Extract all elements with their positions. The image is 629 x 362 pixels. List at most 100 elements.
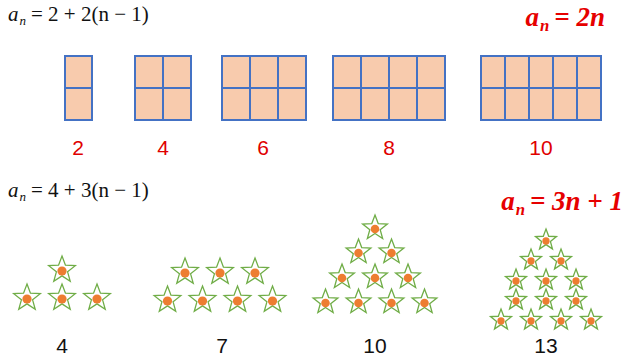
star-dot: [542, 237, 549, 244]
star: [154, 286, 181, 311]
tile: [163, 88, 191, 120]
star: [521, 309, 542, 329]
term-count: 8: [383, 136, 395, 160]
star: [189, 286, 216, 311]
tile: [278, 88, 306, 120]
term-count: 2: [72, 136, 84, 160]
star-dot: [557, 317, 564, 324]
term-count: 7: [216, 334, 228, 358]
star-dot: [572, 297, 579, 304]
formula-part: n: [20, 189, 27, 205]
star-dot: [542, 297, 549, 304]
formula-part: = 3n + 1: [530, 186, 623, 217]
star-dot: [557, 257, 564, 264]
tile: [417, 88, 445, 120]
tile: [481, 56, 505, 88]
formula-part: = 2n: [554, 2, 605, 33]
tile: [389, 56, 417, 88]
star-dot: [387, 249, 396, 258]
star: [506, 269, 527, 289]
star-dot: [338, 274, 347, 283]
star: [536, 269, 557, 289]
formula-part: n: [20, 13, 27, 29]
tile: [505, 88, 529, 120]
star-dot: [180, 268, 189, 277]
formula-part: a: [8, 178, 19, 203]
star-dot: [163, 296, 172, 305]
tile: [278, 56, 306, 88]
formula-part: a: [501, 186, 515, 217]
tile: [481, 88, 505, 120]
tile: [163, 56, 191, 88]
formula: an= 4 + 3(n − 1): [8, 178, 149, 203]
star: [363, 264, 388, 288]
star-dot: [371, 225, 380, 234]
tile: [361, 56, 389, 88]
term-count: 10: [529, 136, 552, 160]
tile: [417, 56, 445, 88]
star-dot: [387, 299, 396, 308]
star: [224, 286, 251, 311]
star-dot: [268, 296, 277, 305]
tile: [529, 88, 553, 120]
tile: [65, 88, 92, 120]
tile: [361, 88, 389, 120]
star: [346, 289, 371, 313]
star-dot: [527, 257, 534, 264]
star: [536, 229, 557, 249]
star-dot: [22, 294, 31, 303]
star-dot: [198, 296, 207, 305]
tile: [389, 88, 417, 120]
tile: [250, 88, 278, 120]
star: [346, 239, 371, 263]
star-dot: [512, 277, 519, 284]
star: [491, 309, 512, 329]
star: [396, 264, 421, 288]
star: [313, 289, 338, 313]
star-dot: [57, 266, 66, 275]
star: [172, 258, 199, 283]
star: [363, 215, 388, 239]
star: [379, 289, 404, 313]
formula-part: n: [540, 16, 549, 36]
term-count: 13: [534, 334, 557, 358]
star-dot: [215, 268, 224, 277]
tile: [333, 56, 361, 88]
star-dot: [233, 296, 242, 305]
star: [49, 256, 76, 281]
star: [506, 289, 527, 309]
star: [207, 258, 234, 283]
star: [521, 249, 542, 269]
tile: [333, 88, 361, 120]
star-figures: [14, 215, 602, 329]
star-dot: [527, 317, 534, 324]
star: [551, 309, 572, 329]
star-dot: [572, 277, 579, 284]
term-count: 10: [363, 334, 386, 358]
star-dot: [354, 299, 363, 308]
tile: [65, 56, 92, 88]
star-dot: [57, 294, 66, 303]
tile: [135, 56, 163, 88]
star-dot: [371, 274, 380, 283]
star: [581, 309, 602, 329]
formula-part: a: [526, 2, 540, 33]
tile: [222, 56, 250, 88]
formula-part: = 4 + 3(n − 1): [31, 178, 149, 203]
formula: an= 2 + 2(n − 1): [8, 2, 149, 27]
star-dot: [250, 268, 259, 277]
tile-grid: [65, 56, 601, 120]
star-dot: [321, 299, 330, 308]
tile: [553, 56, 577, 88]
tile: [577, 56, 601, 88]
star-dot: [587, 317, 594, 324]
formula-part: = 2 + 2(n − 1): [31, 2, 149, 27]
formula: an= 3n + 1: [501, 186, 623, 217]
star: [536, 289, 557, 309]
star: [49, 284, 76, 309]
star-dot: [512, 297, 519, 304]
tile: [250, 56, 278, 88]
tile: [135, 88, 163, 120]
star-dot: [404, 274, 413, 283]
star: [14, 284, 41, 309]
